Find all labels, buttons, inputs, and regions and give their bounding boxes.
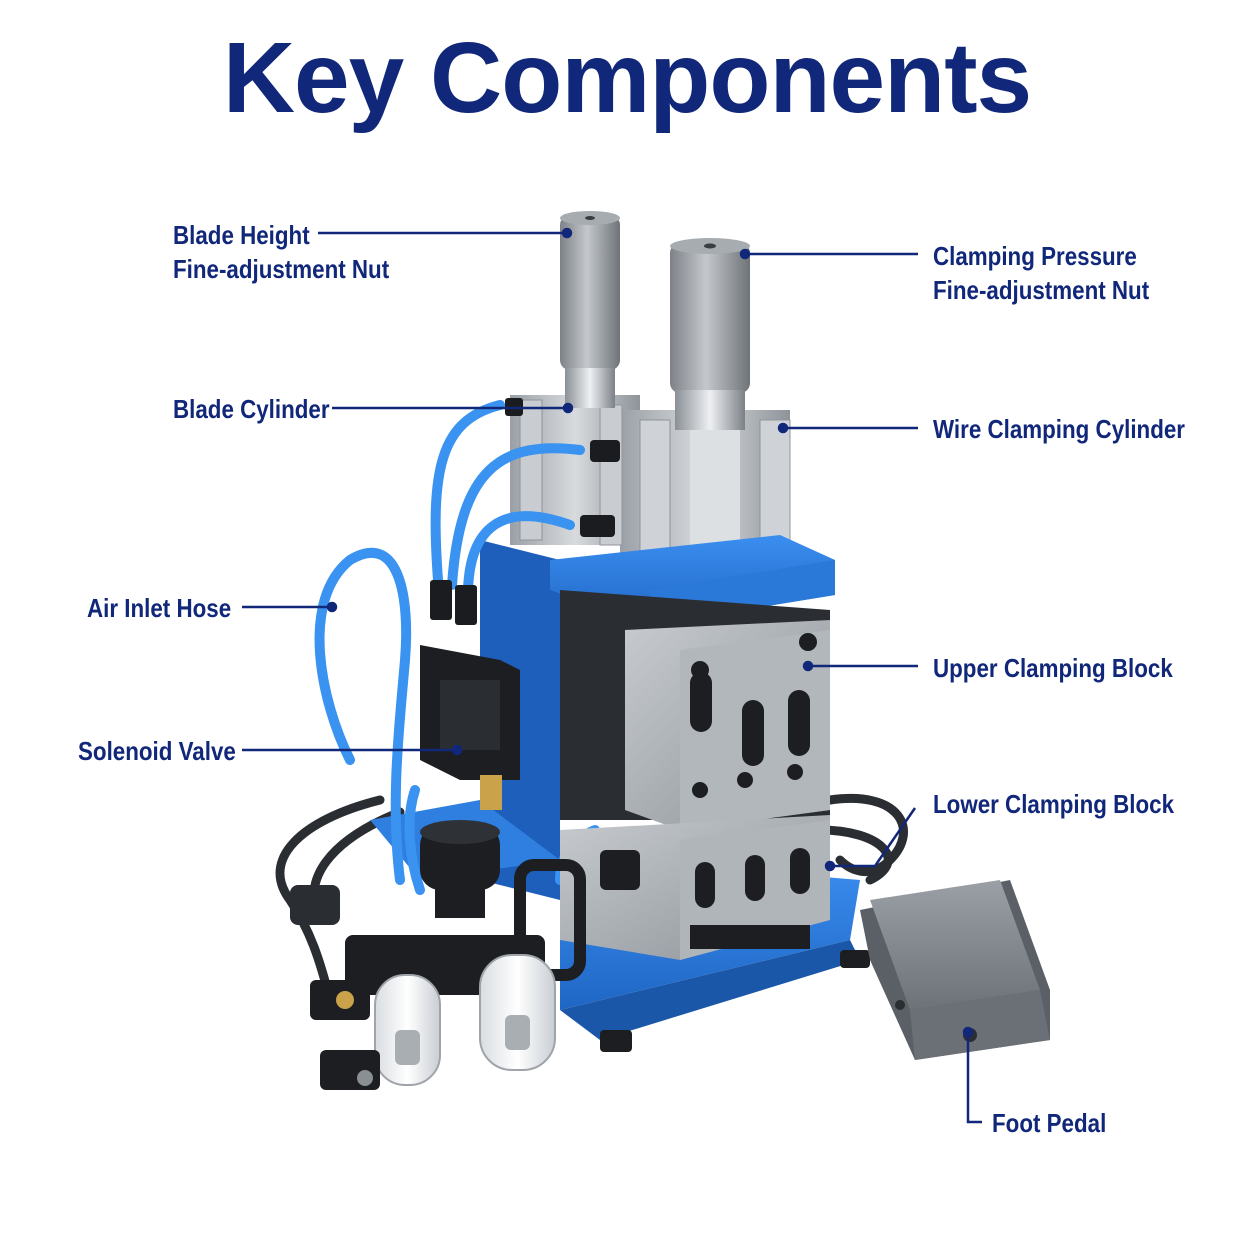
base-foot: [840, 950, 870, 968]
push-fittings: [430, 398, 620, 625]
leader-foot-pedal: [966, 1032, 982, 1124]
label-upper-clamping-block: Upper Clamping Block: [933, 653, 1173, 683]
upper-clamping-block: [560, 590, 830, 830]
page-title: Key Components: [222, 22, 1032, 134]
label-foot-pedal: Foot Pedal: [992, 1108, 1107, 1138]
label-solenoid-valve: Solenoid Valve: [78, 736, 236, 766]
leader-lines: [242, 227, 982, 1124]
air-filter-regulator: [310, 859, 586, 1090]
label-wire-clamping-cylinder: Wire Clamping Cylinder: [933, 414, 1186, 444]
label-air-inlet-hose: Air Inlet Hose: [87, 593, 232, 623]
blade-height-nut: [560, 211, 620, 408]
ferrite-core: [290, 885, 340, 925]
lower-clamping-block: [560, 815, 830, 960]
foot-pedal: [860, 880, 1050, 1060]
label-lower-clamping-block: Lower Clamping Block: [933, 789, 1175, 819]
label-clamping-pressure-nut-line2: Fine-adjustment Nut: [933, 275, 1150, 305]
pressure-gauge: [420, 820, 500, 918]
leader-lower-clamping-block: [830, 807, 917, 868]
label-blade-cylinder: Blade Cylinder: [173, 394, 330, 424]
label-clamping-pressure-nut-line1: Clamping Pressure: [933, 241, 1137, 271]
solenoid-valve: [420, 645, 520, 810]
clamping-pressure-nut: [670, 238, 750, 430]
label-blade-height-nut-line2: Fine-adjustment Nut: [173, 254, 390, 284]
label-blade-height-nut-line1: Blade Height: [173, 220, 310, 250]
base-foot: [600, 1030, 632, 1052]
